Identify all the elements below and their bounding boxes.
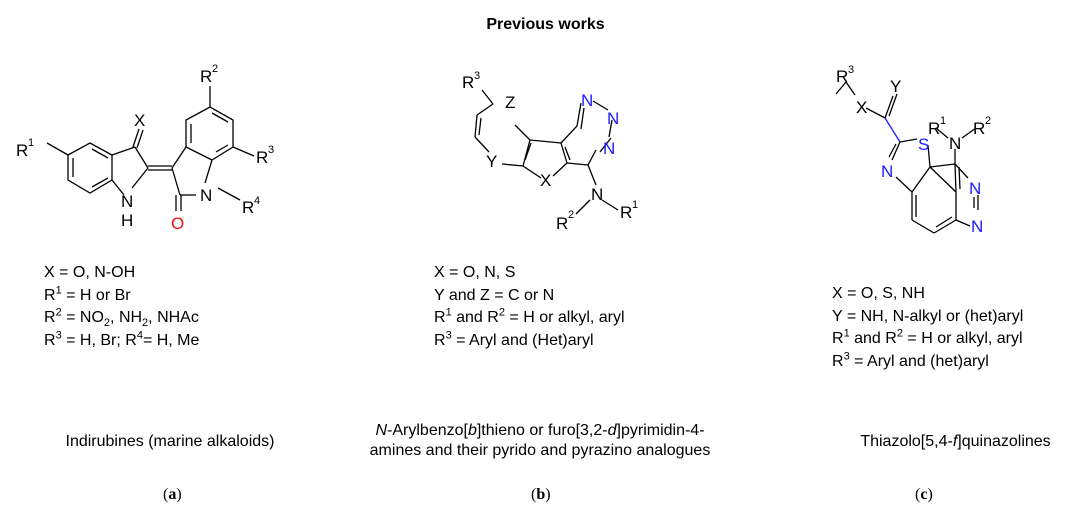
panel-c-definitions: X = O, S, NH Y = NH, N-alkyl or (het)ary…: [832, 283, 1023, 373]
atom-r2: R: [973, 119, 985, 138]
atom-r2: R: [556, 214, 568, 233]
atom-r1-sup: 1: [28, 137, 34, 149]
atom-nh-n: N: [121, 192, 133, 211]
atom-y: Y: [890, 77, 901, 96]
atom-r3-sup: 3: [268, 144, 274, 156]
atom-r2-sup: 2: [985, 115, 991, 127]
atom-r1-sup: 1: [940, 115, 946, 127]
def-line: R3 = H, Br; R4= H, Me: [44, 329, 200, 349]
atom-r3: R: [836, 67, 848, 86]
atom-s: S: [918, 135, 929, 154]
def-line: R1 and R2 = H or alkyl, aryl: [434, 306, 625, 326]
atom-y: Y: [486, 152, 497, 171]
atom-r1: R: [16, 141, 28, 160]
atom-r2: R: [200, 67, 212, 86]
def-line: X = O, N-OH: [44, 264, 136, 281]
panel-c-label: (c): [915, 486, 933, 503]
atom-n: N: [200, 186, 212, 205]
atom-n1: N: [581, 91, 593, 110]
def-line: R1 = H or Br: [44, 284, 131, 304]
atom-nh-h: H: [121, 211, 133, 230]
atom-x: X: [856, 98, 867, 117]
atom-n-amine: N: [591, 185, 603, 204]
atom-r1-sup: 1: [632, 199, 638, 211]
atom-n3: N: [603, 139, 615, 158]
def-line: R2 = NO2, NH2, NHAc: [44, 306, 199, 330]
panel-b-caption: N-Arylbenzo[b]thieno or furo[3,2-d]pyrim…: [369, 422, 711, 459]
atom-o: O: [171, 214, 184, 233]
atom-r2-sup: 2: [212, 63, 218, 75]
def-line: X = O, S, NH: [832, 285, 925, 302]
atom-r4-sup: 4: [254, 195, 260, 207]
atom-x: X: [540, 171, 551, 190]
def-line: R1 and R2 = H or alkyl, aryl: [832, 327, 1023, 347]
figure-title: Previous works: [486, 16, 605, 33]
panel-a-label: (a): [163, 486, 182, 503]
atom-n1: N: [881, 162, 893, 181]
def-line: Y = NH, N-alkyl or (het)aryl: [832, 307, 1024, 325]
panel-c-caption: Thiazolo[5,4-f]quinazolines: [860, 433, 1051, 450]
panel-a-definitions: X = O, N-OH R1 = H or Br R2 = NO2, NH2, …: [44, 262, 199, 352]
atom-n2: N: [607, 109, 619, 128]
atom-n-amine: N: [949, 134, 961, 153]
atom-r1: R: [928, 119, 940, 138]
atom-z: Z: [505, 93, 515, 112]
def-line: R3 = Aryl and (Het)aryl: [434, 329, 594, 349]
panel-b-label: (b): [531, 486, 551, 503]
atom-r1: R: [620, 203, 632, 222]
def-line: X = O, N, S: [434, 264, 516, 281]
atom-r3: R: [462, 73, 474, 92]
panel-a-caption: Indirubines (marine alkaloids): [65, 433, 275, 450]
atom-r2-sup: 2: [568, 209, 574, 221]
atom-n2: N: [969, 179, 981, 198]
def-line: R3 = Aryl and (het)aryl: [832, 350, 989, 370]
panel-b-definitions: X = O, N, S Y and Z = C or N R1 and R2 =…: [434, 262, 625, 352]
atom-r3-sup: 3: [848, 64, 854, 76]
atom-r3: R: [256, 148, 268, 167]
atom-r4: R: [242, 198, 254, 217]
atom-n3: N: [971, 217, 983, 236]
def-line: Y and Z = C or N: [434, 286, 555, 304]
atom-x: X: [134, 111, 145, 130]
atom-r3-sup: 3: [474, 70, 480, 82]
